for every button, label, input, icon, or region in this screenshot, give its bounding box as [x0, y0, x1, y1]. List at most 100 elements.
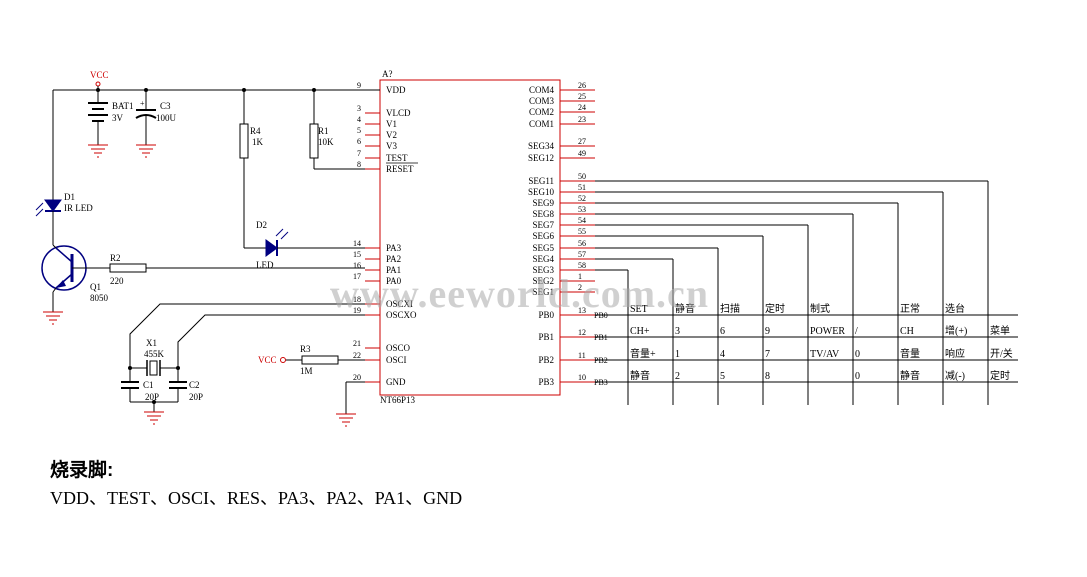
right-pin-name: SEG1 [532, 287, 554, 297]
r4-ref: R4 [250, 126, 261, 136]
right-pin-num: 25 [578, 92, 586, 101]
right-pin-num: 51 [578, 183, 586, 192]
ir-led-d1: D1 IR LED [35, 90, 93, 245]
c3-value: 100U [156, 113, 177, 123]
right-pin-name: PB1 [538, 332, 554, 342]
right-pin-name: SEG4 [532, 254, 554, 264]
x1-value: 455K [144, 349, 165, 359]
svg-text:+: + [140, 99, 145, 108]
right-pin-num: 55 [578, 227, 586, 236]
left-pin-num: 15 [353, 250, 361, 259]
right-pin-num: 49 [578, 149, 586, 158]
left-pin-name: PA2 [386, 254, 401, 264]
matrix-key-label: 扫描 [720, 302, 740, 315]
left-pin-name: VDD [386, 85, 406, 95]
right-pin-num: 23 [578, 115, 586, 124]
burn-pins-caption: 烧录脚: VDD、TEST、OSCI、RES、PA3、PA2、PA1、GND [50, 455, 462, 510]
left-pin-name: V2 [386, 130, 397, 140]
capacitor-c1: C1 [121, 368, 154, 402]
resistor-r1: R1 10K [309, 90, 365, 170]
q1-value: 8050 [90, 293, 109, 303]
matrix-key-label: 静音 [675, 302, 695, 315]
right-pin-name: COM2 [529, 107, 554, 117]
matrix-key-label: 9 [765, 326, 770, 337]
right-pin-num: 53 [578, 205, 586, 214]
matrix-key-label: 增(+) [945, 324, 967, 337]
matrix-key-label: 7 [765, 349, 770, 360]
chip-body [379, 79, 561, 396]
matrix-key-label: 定时 [990, 369, 1010, 382]
caption-title: 烧录脚: [50, 460, 114, 481]
chip-designator: A? [382, 69, 393, 79]
left-pin-num: 6 [357, 137, 361, 146]
matrix-key-label: 3 [675, 326, 680, 337]
d2-value: LED [256, 260, 274, 270]
left-pin-num: 3 [357, 104, 361, 113]
r3-ref: R3 [300, 344, 311, 354]
d1-ref: D1 [64, 192, 75, 202]
right-pin-name: SEG34 [528, 141, 555, 151]
right-pin-num: 12 [578, 328, 586, 337]
right-pin-name: COM4 [529, 85, 555, 95]
right-pin-name: SEG7 [532, 220, 554, 230]
matrix-key-label: 0 [855, 371, 860, 382]
right-pin-name: SEG10 [528, 187, 555, 197]
bat-value: 3V [112, 113, 124, 123]
matrix-key-label: SET [630, 304, 648, 315]
right-pin-name: PB2 [538, 355, 554, 365]
matrix-key-label: / [855, 326, 858, 337]
left-pin-num: 21 [353, 339, 361, 348]
c1-value: 20P [145, 392, 159, 402]
right-pin-num: 52 [578, 194, 586, 203]
right-pin-num: 50 [578, 172, 586, 181]
c1-ref: C1 [143, 380, 154, 390]
ground-symbol [336, 413, 356, 427]
r1-ref: R1 [318, 126, 329, 136]
resistor-r3: VCC R3 1M [258, 344, 365, 376]
right-pin-name: SEG5 [532, 243, 554, 253]
matrix-key-label: 响应 [945, 347, 965, 360]
left-pin-name: PA1 [386, 265, 401, 275]
left-pin-name: RESET [386, 164, 414, 174]
r2-ref: R2 [110, 253, 121, 263]
right-pin-name: SEG8 [532, 209, 554, 219]
capacitor-c3: + C3 100U [135, 90, 177, 158]
d2-ref: D2 [256, 220, 267, 230]
right-pin-num: 10 [578, 373, 586, 382]
resistor-r4: R4 1K [239, 90, 264, 249]
left-pin-name: TEST [386, 153, 408, 163]
left-pin-num: 8 [357, 160, 361, 169]
right-pin-num: 13 [578, 306, 586, 315]
matrix-key-label: 音量 [900, 347, 920, 360]
left-pin-name: V1 [386, 119, 397, 129]
matrix-key-label: 定时 [765, 302, 785, 315]
matrix-key-label: 4 [720, 349, 725, 360]
matrix-key-label: 正常 [900, 302, 920, 315]
left-pin-num: 18 [353, 295, 361, 304]
matrix-row-label: PB3 [594, 378, 608, 387]
matrix-key-label: 静音 [630, 369, 650, 382]
right-pin-num: 24 [578, 103, 586, 112]
matrix-key-label: POWER [810, 326, 845, 337]
chip-part: NT66P13 [380, 395, 416, 405]
left-pin-num: 16 [353, 261, 361, 270]
left-pin-name: OSCXI [386, 299, 413, 309]
matrix-key-label: 开/关 [990, 347, 1013, 360]
right-pin-num: 26 [578, 81, 586, 90]
matrix-row-label: PB2 [594, 356, 608, 365]
vcc-mid-label: VCC [258, 355, 277, 365]
vcc-top-dot [95, 81, 101, 87]
right-pin-name: SEG2 [532, 276, 554, 286]
left-pin-name: GND [386, 377, 406, 387]
left-pin-num: 5 [357, 126, 361, 135]
right-pin-name: COM1 [529, 119, 554, 129]
matrix-key-label: 5 [720, 371, 725, 382]
vcc-top-label: VCC [90, 70, 109, 80]
ground-symbol [43, 311, 63, 325]
right-pin-num: 54 [578, 216, 586, 225]
crystal-x1: X1 455K [128, 303, 365, 376]
right-pin-num: 27 [578, 137, 586, 146]
left-pin-num: 7 [357, 149, 361, 158]
left-pin-name: PA0 [386, 276, 402, 286]
